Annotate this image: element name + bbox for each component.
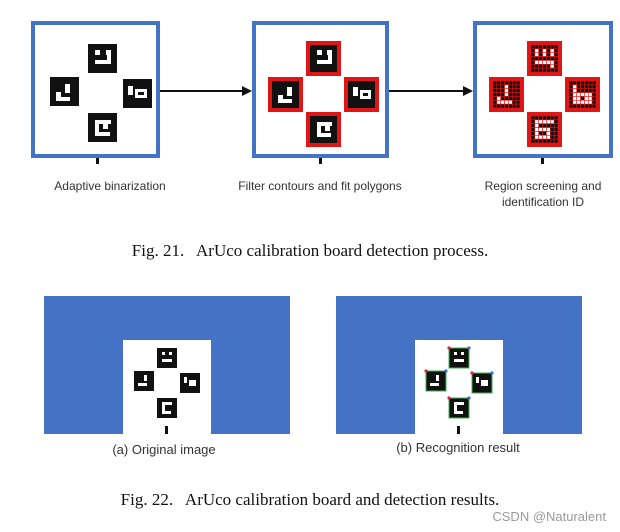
- stand-stem-1: [96, 158, 99, 164]
- step-frame-binarization: [31, 21, 160, 158]
- step-label-identification-line1: Region screening and: [484, 179, 602, 193]
- aruco-marker-top: [157, 348, 177, 368]
- aruco-board-small: [134, 348, 200, 418]
- arrow-right-icon: [389, 86, 473, 96]
- aruco-marker-left-outlined: [268, 77, 303, 112]
- aruco-board-grid: [489, 41, 600, 147]
- aruco-marker-left-detected: [424, 369, 448, 392]
- aruco-board-detected: [424, 346, 494, 419]
- stand-stem-b: [457, 426, 460, 434]
- aruco-board-contours: [268, 41, 379, 147]
- aruco-board-binary: [50, 44, 152, 142]
- aruco-marker-left: [50, 77, 79, 106]
- aruco-marker-right: [180, 373, 200, 393]
- stand-stem-2: [319, 158, 322, 164]
- aruco-marker-right: [123, 79, 152, 108]
- figure-21-caption: Fig. 21. ArUco calibration board detecti…: [131, 241, 489, 260]
- step-label-binarization: Adaptive binarization: [54, 179, 166, 193]
- aruco-board-card-detected: [415, 340, 503, 434]
- aruco-marker-top-outlined: [306, 41, 341, 76]
- step-frame-identification: [473, 21, 613, 158]
- panel-a-label: (a) Original image: [112, 442, 216, 457]
- aruco-marker-bottom: [157, 398, 177, 418]
- aruco-marker-top-detected: [447, 346, 471, 369]
- step-label-contours: Filter contours and fit polygons: [238, 179, 402, 193]
- figure-22-caption: Fig. 22. ArUco calibration board and det…: [120, 490, 500, 509]
- step-label-identification-line2: identification ID: [501, 195, 585, 209]
- aruco-marker-top: [88, 44, 117, 73]
- aruco-marker-bottom-grid: [527, 112, 562, 147]
- watermark: CSDN @Naturalent: [492, 509, 606, 524]
- aruco-marker-right-outlined: [344, 77, 379, 112]
- aruco-marker-bottom: [88, 113, 117, 142]
- step-frame-contours: [252, 21, 389, 158]
- aruco-marker-bottom-outlined: [306, 112, 341, 147]
- arrow-right-icon: [160, 86, 252, 96]
- panel-b-label: (b) Recognition result: [396, 440, 520, 455]
- aruco-marker-left-grid: [489, 77, 524, 112]
- aruco-marker-left: [134, 371, 154, 391]
- stand-stem-a: [165, 426, 168, 434]
- panel-recognition-result: [336, 296, 582, 434]
- stand-stem-3: [541, 158, 544, 164]
- aruco-board-card: [123, 340, 211, 434]
- step-label-identification: Region screening and identification ID: [463, 178, 620, 210]
- aruco-marker-right-grid: [565, 77, 600, 112]
- aruco-marker-bottom-detected: [447, 396, 471, 419]
- panel-original-image: [44, 296, 290, 434]
- aruco-marker-top-grid: [527, 41, 562, 76]
- aruco-marker-right-detected: [470, 371, 494, 394]
